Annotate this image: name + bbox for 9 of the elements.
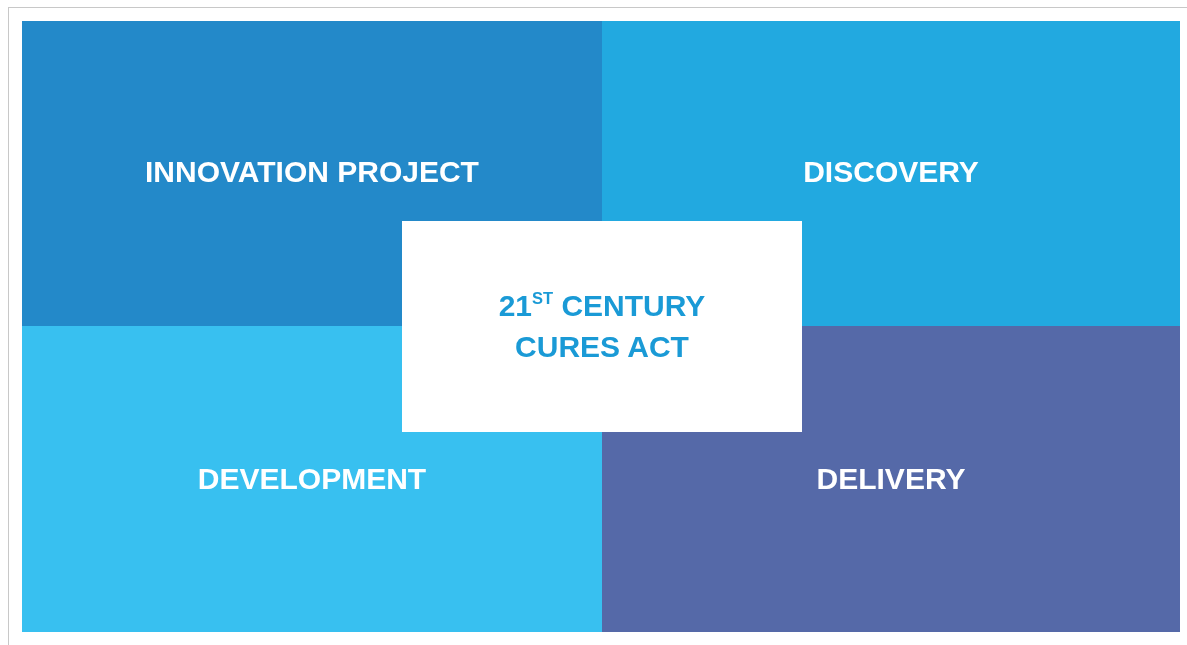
quadrant-panel: [22, 432, 602, 632]
label: 21$^{ST}$ CENTURY CURES ACT: [497, 287, 707, 365]
label: DEVELOPMENT: [197, 461, 427, 497]
label: DELIVERY: [816, 461, 966, 497]
quadrant-panel: [602, 21, 1180, 221]
quadrant-panel: [22, 21, 602, 221]
label: INNOVATION PROJECT: [145, 154, 479, 190]
quadrant-panel: [602, 432, 1180, 632]
label: DISCOVERY: [803, 154, 979, 190]
